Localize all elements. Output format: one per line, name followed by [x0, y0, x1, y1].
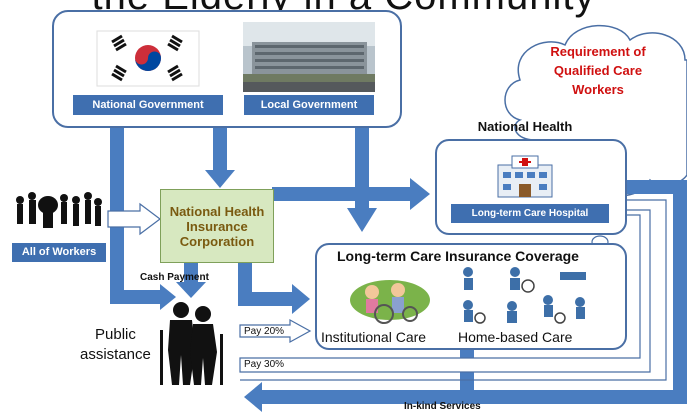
cloud-label: Requirement of Qualified Care Workers [550, 44, 646, 97]
pay20-label: Pay 20% [244, 326, 285, 337]
hospital-label: Long-term Care Hospital [451, 204, 609, 223]
local-government-label: Local Government [244, 95, 374, 115]
nhic-box: National Health Insurance Corporation [160, 189, 274, 263]
national-government-label: National Government [73, 95, 223, 115]
public-assistance-label-1: Public [95, 326, 136, 343]
nhic-label: National Health Insurance Corporation [169, 203, 265, 249]
all-workers-label: All of Workers [12, 243, 106, 262]
pay30-label: Pay 30% [244, 359, 285, 370]
ltc-coverage-title: Long-term Care Insurance Coverage [337, 248, 579, 264]
institutional-care-label: Institutional Care [321, 329, 427, 345]
in-kind-services-label: In-kind Services [404, 401, 481, 412]
public-assistance-label-2: assistance [80, 346, 151, 363]
cash-payment-label: Cash Payment [140, 272, 209, 283]
home-care-label: Home-based Care [458, 329, 573, 345]
